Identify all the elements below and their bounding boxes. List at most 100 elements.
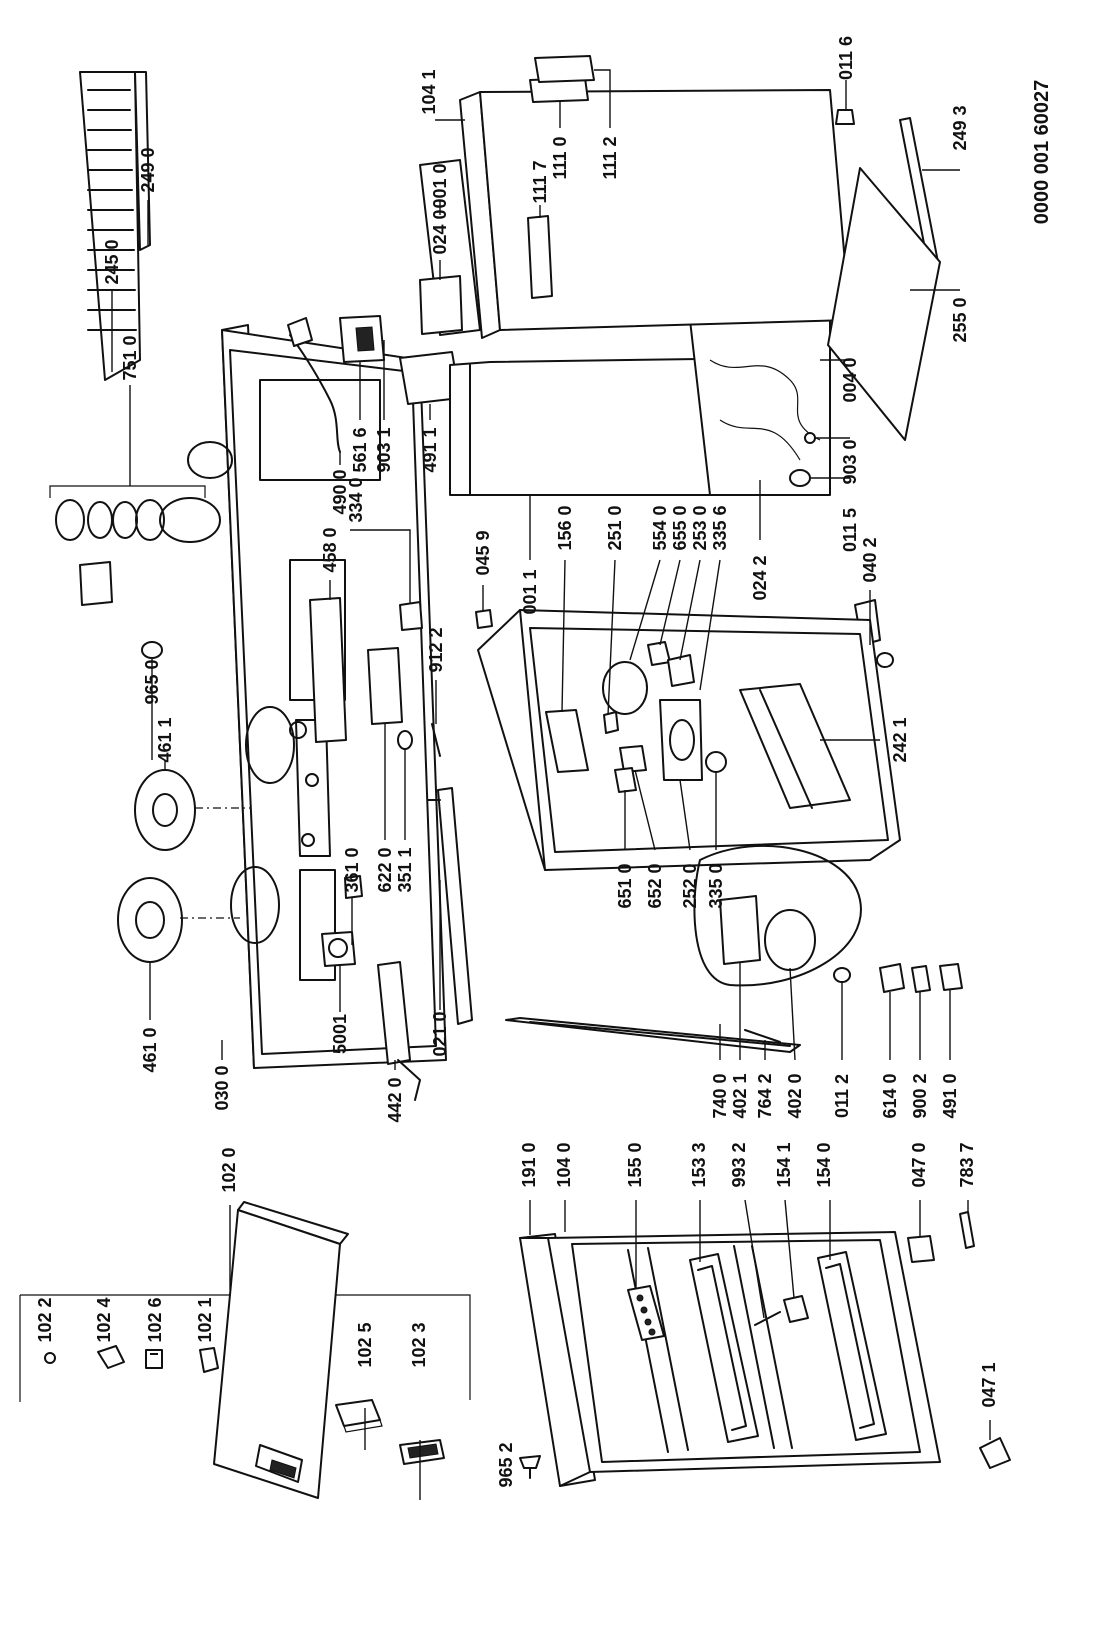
part-label-5001: 5001 xyxy=(330,1014,350,1054)
rack-245-0-shape xyxy=(79,71,141,381)
part-label-040-2: 040 2 xyxy=(860,537,880,582)
part-label-622-0: 622 0 xyxy=(375,847,395,892)
relay-402-1-shape xyxy=(719,895,761,965)
part-label-102-4: 102 4 xyxy=(94,1297,114,1342)
part-491-0-shape xyxy=(939,963,963,991)
part-label-461-1: 461 1 xyxy=(155,717,175,762)
cabinet-group xyxy=(339,55,941,668)
part-label-965-2: 965 2 xyxy=(496,1442,516,1487)
document-id: 0000 001 60027 xyxy=(1031,80,1053,225)
part-label-102-0: 102 0 xyxy=(219,1147,239,1192)
part-label-001-0: 001 0 xyxy=(430,163,450,208)
part-label-111-7: 111 7 xyxy=(530,160,550,203)
bracket-652-0-shape xyxy=(619,745,647,773)
foot-011-5-shape xyxy=(789,469,811,487)
foam-004-0-shape xyxy=(689,317,831,496)
part-label-903-0: 903 0 xyxy=(840,439,860,484)
part-label-903-1: 903 1 xyxy=(374,427,394,472)
plate-102-5-shape xyxy=(335,1399,381,1427)
knob-361-0-shape xyxy=(344,875,363,899)
part-label-751-0: 751 0 xyxy=(120,335,140,380)
door-panel-group xyxy=(19,1201,471,1499)
part-label-011-6: 011 6 xyxy=(836,36,856,80)
crisper-242-1-shape xyxy=(739,683,851,809)
part-label-361-0: 361 0 xyxy=(342,847,362,892)
gasket-965-0-shape xyxy=(141,641,163,659)
fridge-interior-group xyxy=(475,609,963,1053)
burner-461-0-shape xyxy=(117,877,183,963)
part-label-334-0: 334 0 xyxy=(346,477,366,522)
part-900-2-shape xyxy=(911,965,931,993)
part-label-154-0: 154 0 xyxy=(814,1142,834,1187)
part-label-102-3: 102 3 xyxy=(409,1322,429,1367)
part-label-155-0: 155 0 xyxy=(625,1142,645,1187)
inner-door-group xyxy=(519,1211,1011,1487)
part-label-561-6: 561 6 xyxy=(350,427,370,472)
part-label-191-0: 191 0 xyxy=(519,1142,539,1187)
part-label-111-0: 111 0 xyxy=(550,136,570,179)
part-label-045-9: 045 9 xyxy=(473,530,493,575)
part-label-004-0: 004 0 xyxy=(840,357,860,402)
part-label-249-0: 249 0 xyxy=(138,147,158,192)
clip-102-4-shape xyxy=(97,1345,125,1369)
part-label-655-0: 655 0 xyxy=(670,505,690,550)
cap-335-0-shape xyxy=(705,751,727,773)
foot-965-2-shape xyxy=(519,1455,541,1469)
clip-154-1-shape xyxy=(783,1295,809,1323)
part-label-491-0: 491 0 xyxy=(940,1073,960,1118)
part-614-0-shape xyxy=(879,963,905,993)
part-label-912-2: 912 2 xyxy=(426,627,446,672)
foot-011-2-shape xyxy=(833,967,851,983)
door-panel-102-0-shape xyxy=(213,1209,341,1499)
duct-458-0-shape xyxy=(309,597,347,743)
part-label-442-0: 442 0 xyxy=(385,1077,405,1122)
part-label-335-6: 335 6 xyxy=(710,505,730,550)
part-label-021-0: 021 0 xyxy=(430,1011,450,1056)
switch-622-0-shape xyxy=(367,647,403,725)
hinge-111-2-shape xyxy=(534,55,595,83)
part-label-154-1: 154 1 xyxy=(774,1142,794,1187)
part-label-965-0: 965 0 xyxy=(142,659,162,704)
part-label-102-6: 102 6 xyxy=(145,1297,165,1342)
part-label-740-0: 740 0 xyxy=(710,1073,730,1118)
frame-024-0-shape xyxy=(419,275,463,335)
housing-252-0-shape xyxy=(659,699,703,781)
screw-903-0-shape xyxy=(804,432,816,444)
part-label-335-0: 335 0 xyxy=(706,863,726,908)
tray-156-0-shape xyxy=(545,709,589,773)
part-label-245-0: 245 0 xyxy=(102,239,122,284)
cooktop-group xyxy=(49,317,473,1101)
grill-442-0-shape xyxy=(377,961,411,1065)
part-label-351-1: 351 1 xyxy=(395,847,415,892)
bulb-651-0-shape xyxy=(614,767,637,793)
part-label-783-7: 783 7 xyxy=(957,1142,977,1187)
pin-783-7-shape xyxy=(959,1211,975,1249)
part-label-024-0: 024 0 xyxy=(430,209,450,254)
part-label-993-2: 993 2 xyxy=(729,1142,749,1187)
compressor-402-0-shape xyxy=(764,909,816,971)
part-label-554-0: 554 0 xyxy=(650,505,670,550)
part-label-614-0: 614 0 xyxy=(880,1073,900,1118)
cap-102-2-shape xyxy=(44,1352,56,1364)
screw-045-9-shape xyxy=(475,609,493,629)
balcony-154-0-shape xyxy=(817,1251,887,1441)
part-label-001-1: 001 1 xyxy=(520,569,540,614)
part-label-255-0: 255 0 xyxy=(950,297,970,342)
part-label-402-0: 402 0 xyxy=(785,1073,805,1118)
clip-102-1-shape xyxy=(199,1347,219,1373)
knob-655-0-shape xyxy=(647,641,671,666)
part-label-104-0: 104 0 xyxy=(554,1142,574,1187)
part-label-764-2: 764 2 xyxy=(755,1073,775,1118)
part-label-047-0: 047 0 xyxy=(909,1142,929,1187)
part-label-651-0: 651 0 xyxy=(615,863,635,908)
part-labels: 102 2 102 4 102 6 102 1 102 0 102 5 102 … xyxy=(35,36,999,1488)
trim-021-0-shape xyxy=(437,787,473,1025)
part-label-047-1: 047 1 xyxy=(979,1362,999,1407)
part-label-242-1: 242 1 xyxy=(890,717,910,762)
part-label-253-0: 253 0 xyxy=(690,505,710,550)
part-label-156-0: 156 0 xyxy=(555,505,575,550)
knob-334-0-shape xyxy=(399,601,423,631)
part-label-104-1: 104 1 xyxy=(419,69,439,114)
part-label-458-0: 458 0 xyxy=(320,527,340,572)
